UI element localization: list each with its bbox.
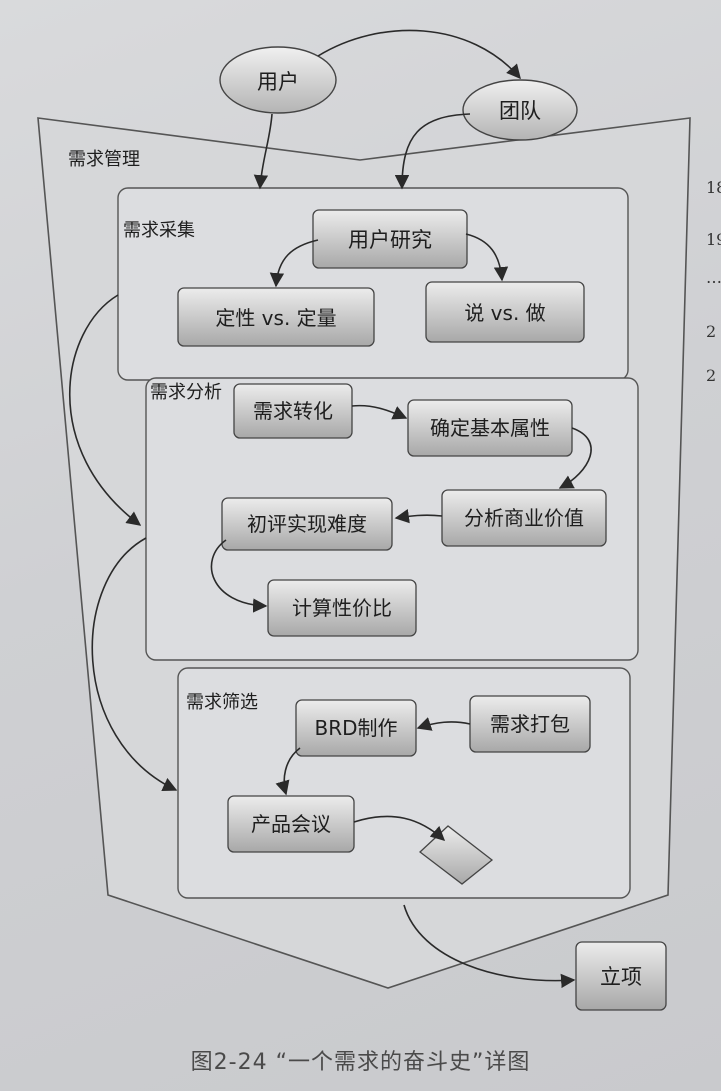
screening-label: 需求筛选 bbox=[186, 692, 258, 713]
arrow-brd-meeting bbox=[275, 747, 301, 796]
biz-value-label: 分析商业价值 bbox=[464, 506, 584, 530]
arrow-meeting-diamond bbox=[353, 815, 446, 841]
attributes-label: 确定基本属性 bbox=[430, 416, 550, 440]
qual-quant-box bbox=[177, 287, 375, 347]
user-ellipse bbox=[219, 46, 337, 114]
approved-box bbox=[575, 941, 667, 1011]
package-label: 需求打包 bbox=[490, 712, 570, 736]
cost-perf-box bbox=[267, 579, 417, 637]
collect-label: 需求采集 bbox=[123, 220, 195, 241]
user-label: 用户 bbox=[257, 70, 299, 94]
arrow-team-down bbox=[394, 113, 471, 190]
arrow-difficulty-cost bbox=[210, 539, 268, 613]
transform-box bbox=[233, 383, 353, 439]
margin-mark-3: … bbox=[706, 268, 721, 287]
arrow-user-team bbox=[317, 29, 521, 80]
team-ellipse bbox=[462, 79, 578, 141]
say-do-box bbox=[425, 281, 585, 343]
difficulty-box bbox=[221, 497, 393, 551]
brd-box bbox=[295, 699, 417, 757]
margin-mark-2: 19 bbox=[706, 230, 721, 249]
difficulty-label: 初评实现难度 bbox=[247, 512, 367, 536]
arrow-analysis-screening bbox=[91, 537, 178, 791]
arrow-frame-approved bbox=[403, 904, 576, 989]
outer-label: 需求管理 bbox=[68, 149, 140, 170]
analysis-label: 需求分析 bbox=[150, 382, 222, 403]
arrow-collect-analysis bbox=[68, 294, 142, 526]
user-research-label: 用户研究 bbox=[348, 228, 432, 252]
arrow-research-qual bbox=[269, 239, 319, 288]
brd-label: BRD制作 bbox=[314, 716, 397, 740]
arrow-attr-biz bbox=[558, 427, 592, 489]
biz-value-box bbox=[441, 489, 607, 547]
arrow-biz-difficulty bbox=[394, 509, 443, 524]
user-research-box bbox=[312, 209, 468, 269]
approved-label: 立项 bbox=[600, 965, 642, 989]
say-do-label: 说 vs. 做 bbox=[464, 301, 545, 325]
meeting-label: 产品会议 bbox=[251, 812, 331, 836]
transform-label: 需求转化 bbox=[253, 399, 333, 423]
arrow-research-say bbox=[465, 233, 509, 282]
arrow-package-brd bbox=[416, 717, 471, 731]
meeting-box bbox=[227, 795, 355, 853]
margin-mark-1: 18 bbox=[706, 178, 721, 197]
arrow-transform-attr bbox=[351, 404, 408, 420]
arrow-user-down bbox=[253, 113, 273, 190]
margin-mark-5: 2 bbox=[706, 366, 717, 385]
margin-mark-4: 2 bbox=[706, 322, 717, 341]
figure-caption: 图2-24 “一个需求的奋斗史”详图 bbox=[190, 1050, 531, 1075]
cost-perf-label: 计算性价比 bbox=[292, 596, 392, 620]
team-label: 团队 bbox=[499, 99, 541, 123]
connectors bbox=[68, 29, 592, 989]
qual-quant-label: 定性 vs. 定量 bbox=[215, 306, 336, 330]
